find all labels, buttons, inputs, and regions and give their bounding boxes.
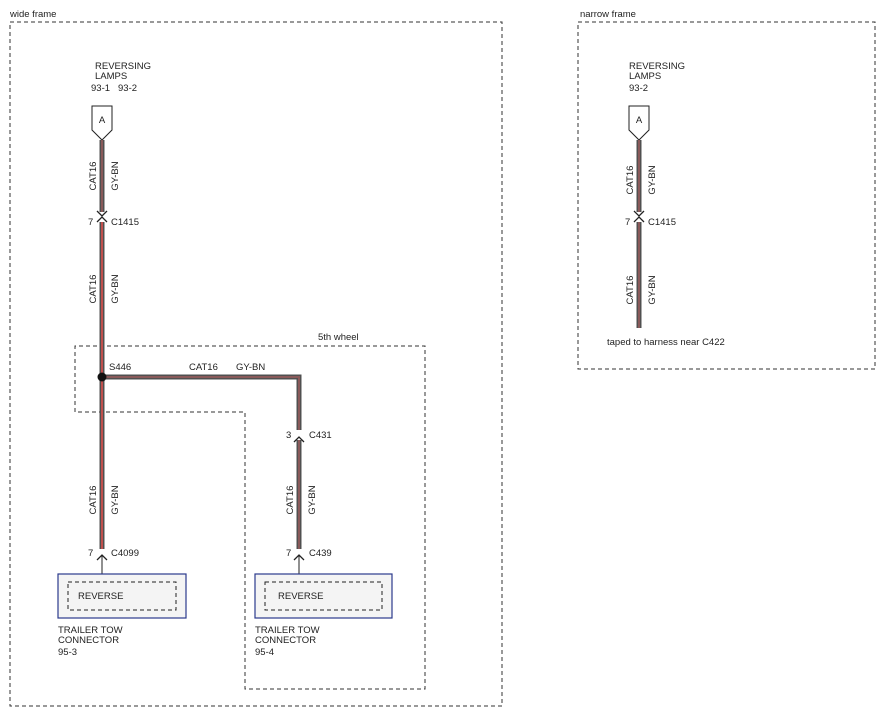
wide-comp1-name-line1: TRAILER TOW (58, 625, 123, 636)
wide-wire-mid-color: GY-BN (110, 274, 121, 303)
wide-wire-top-gauge: CAT16 (88, 162, 99, 191)
narrow-source-pin: A (636, 115, 643, 126)
wide-source-terminal (91, 105, 113, 141)
narrow-source-ref: 93-2 (629, 83, 648, 94)
wide-c4099-symbol (96, 554, 108, 561)
narrow-wire-low-color: GY-BN (647, 275, 658, 304)
wide-wire-top-color: GY-BN (110, 161, 121, 190)
wide-comp1-pin-label: REVERSE (78, 591, 123, 602)
narrow-wire-top-color: GY-BN (647, 165, 658, 194)
wide-source-name-line1: REVERSING (95, 61, 151, 72)
wide-trailer-tow-connector-1-inner (67, 581, 177, 611)
narrow-harness-note: taped to harness near C422 (607, 337, 725, 348)
wide-c1415-symbol-lower (96, 216, 108, 223)
narrow-source-terminal (628, 105, 650, 141)
narrow-frame-border (577, 21, 876, 370)
narrow-c1415-pin: 7 (625, 217, 630, 228)
wide-wire-branch (102, 374, 302, 430)
wide-c1415-name: C1415 (111, 217, 139, 228)
fifth-wheel-border (74, 345, 426, 690)
fifth-wheel-label: 5th wheel (318, 332, 359, 343)
narrow-source-name-line1: REVERSING (629, 61, 685, 72)
narrow-wire-low-gauge: CAT16 (625, 276, 636, 305)
wide-comp2-ref: 95-4 (255, 647, 274, 658)
wide-frame-border (9, 21, 503, 707)
wide-trailer-tow-connector-2-inner (264, 581, 383, 611)
wide-comp2-name-line2: CONNECTOR (255, 635, 316, 646)
wide-splice-name: S446 (109, 362, 131, 373)
wide-wire-branch-low-color: GY-BN (307, 485, 318, 514)
wide-c439-symbol (293, 554, 305, 561)
wide-c4099-name: C4099 (111, 548, 139, 559)
wide-wire-low-color: GY-BN (110, 485, 121, 514)
wide-wire-low-gauge: CAT16 (88, 486, 99, 515)
wide-comp2-name-line1: TRAILER TOW (255, 625, 320, 636)
wide-c1415-pin: 7 (88, 217, 93, 228)
wide-comp1-name-line2: CONNECTOR (58, 635, 119, 646)
wide-c1415-symbol-upper (96, 210, 108, 217)
wide-frame-label: wide frame (9, 9, 56, 20)
wide-c439-name: C439 (309, 548, 332, 559)
narrow-c1415-name: C1415 (648, 217, 676, 228)
narrow-frame-label: narrow frame (580, 9, 636, 20)
narrow-wire-top-gauge: CAT16 (625, 166, 636, 195)
wide-source-ref1: 93-1 (91, 83, 110, 94)
narrow-c1415-symbol-upper (633, 210, 645, 217)
narrow-source-name-line2: LAMPS (629, 71, 661, 82)
wide-comp1-ref: 95-3 (58, 647, 77, 658)
narrow-c1415-symbol-lower (633, 216, 645, 223)
wide-wire-branch-low-gauge: CAT16 (285, 486, 296, 515)
wide-comp2-pin-label: REVERSE (278, 591, 323, 602)
wide-c4099-pin: 7 (88, 548, 93, 559)
wide-wire-branch-color: GY-BN (236, 362, 265, 373)
wide-wire-mid-gauge: CAT16 (88, 275, 99, 304)
wide-source-ref2: 93-2 (118, 83, 137, 94)
wide-c431-pin: 3 (286, 430, 291, 441)
wide-c431-symbol (293, 436, 305, 443)
wide-wire-branch-gauge: CAT16 (189, 362, 218, 373)
wide-c439-pin: 7 (286, 548, 291, 559)
wide-wire-branch-core (102, 376, 300, 430)
wide-splice-dot (97, 372, 107, 382)
wide-source-pin: A (99, 115, 106, 126)
wide-c431-name: C431 (309, 430, 332, 441)
wide-source-name-line2: LAMPS (95, 71, 127, 82)
